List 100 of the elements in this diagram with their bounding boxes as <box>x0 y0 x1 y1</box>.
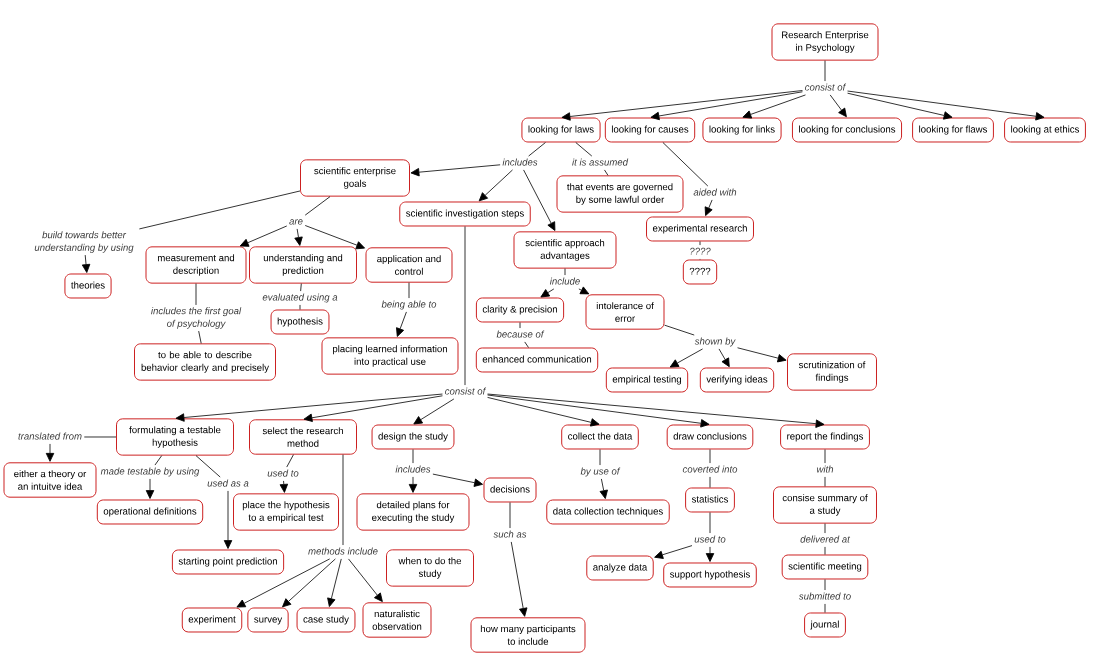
arrow <box>704 199 713 216</box>
concept-box: report the findings <box>780 424 870 450</box>
connector-line <box>154 455 163 466</box>
arrow <box>348 558 383 602</box>
arrow <box>327 558 342 607</box>
concept-box: empirical testing <box>605 367 689 393</box>
linking-phrase: includes <box>395 465 431 473</box>
connector-line <box>604 169 609 176</box>
linking-phrase: build towards better understanding by using <box>34 231 134 253</box>
concept-box: naturalistic observation <box>362 602 432 638</box>
linking-phrase: aided with <box>693 188 737 196</box>
connector-line <box>528 142 546 157</box>
linking-phrase: used as a <box>207 479 249 487</box>
linking-phrase: such as <box>493 530 527 538</box>
concept-box: ???? <box>682 259 718 285</box>
linking-phrase: being able to <box>381 300 437 310</box>
concept-box: experimental research <box>646 216 754 242</box>
concept-box: analyze data <box>586 555 654 581</box>
concept-box: placing learned information into practical use <box>321 337 459 375</box>
concept-box: scientific enterprise goals <box>300 159 410 197</box>
linking-phrase: with <box>816 465 834 473</box>
arrow <box>847 90 1045 121</box>
connector-line <box>342 454 344 546</box>
concept-box: intolerance of error <box>585 294 665 330</box>
connector-line <box>824 523 826 534</box>
arrow <box>705 546 715 562</box>
concept-box: verifying ideas <box>699 367 775 393</box>
linking-phrase: coverted into <box>682 465 738 473</box>
arrow <box>487 393 825 428</box>
linking-phrase: it is assumed <box>572 158 629 166</box>
linking-phrase: delivered at <box>800 535 851 543</box>
concept-box: scientific approach advantages <box>513 231 617 269</box>
arrow <box>478 169 513 202</box>
linking-phrase: consist of <box>805 83 847 91</box>
arrow <box>410 164 501 177</box>
connector-line <box>519 322 521 329</box>
arrow <box>540 288 555 298</box>
concept-box: measurement and description <box>145 246 247 284</box>
concept-box: hypothesis <box>270 309 330 335</box>
connector-line <box>824 476 826 487</box>
connector-line <box>286 454 294 468</box>
arrow <box>561 90 803 121</box>
linking-phrase: includes <box>502 158 538 166</box>
connector-line <box>524 341 529 348</box>
connector-line <box>824 449 826 464</box>
linking-phrase: shown by <box>694 337 736 347</box>
concept-box: enhanced communication <box>475 347 599 373</box>
concept-box: detailed plans for executing the study <box>356 493 470 531</box>
linking-phrase: includes the first goal of psychology <box>151 307 242 329</box>
concept-box: Research Enterprise in Psychology <box>771 23 879 61</box>
arrow <box>294 228 303 246</box>
connector-line <box>509 502 511 529</box>
connector-line <box>599 449 601 466</box>
arrow <box>742 94 806 119</box>
arrow <box>599 478 608 499</box>
connector-line <box>664 324 695 336</box>
connector-line <box>824 579 826 591</box>
connector-line <box>709 449 711 464</box>
connector-line <box>408 282 410 299</box>
concept-box: that events are governed by some lawful order <box>556 175 684 213</box>
arrow <box>303 395 443 422</box>
linking-phrase: translated from <box>18 432 82 440</box>
arrow <box>282 558 336 608</box>
concept-box: scrutinization of findings <box>787 353 877 391</box>
concept-box: place the hypothesis to a empirical test <box>233 493 339 531</box>
connector-line <box>824 603 826 613</box>
concept-box: scientific investigation steps <box>399 201 531 227</box>
concept-box: statistics <box>685 487 735 513</box>
arrow <box>145 478 155 499</box>
linking-phrase: methods include <box>308 547 378 555</box>
arrow <box>578 286 590 295</box>
arrow <box>236 558 331 608</box>
concept-box: formulating a testable hypothesis <box>116 418 234 456</box>
concept-box: clarity & precision <box>475 297 565 323</box>
arrow <box>396 311 407 337</box>
concept-box: understanding and prediction <box>249 246 357 284</box>
concept-box: design the study <box>371 424 455 450</box>
connector-line <box>564 268 566 276</box>
concept-box: consise summary of a study <box>773 486 877 524</box>
connector-line <box>464 226 466 386</box>
arrow <box>487 394 710 428</box>
concept-box: theories <box>64 273 112 299</box>
connector-line <box>824 60 826 82</box>
arrow <box>829 94 847 118</box>
connector-line <box>138 190 301 230</box>
arrow <box>487 397 600 427</box>
concept-box: starting point prediction <box>171 549 285 575</box>
arrow <box>413 398 455 425</box>
concept-box: operational definitions <box>96 499 204 525</box>
concept-box: data collection techniques <box>546 499 670 525</box>
linking-phrase: include <box>549 277 580 285</box>
linking-phrase: consist of <box>445 387 487 395</box>
linking-phrase: used to <box>267 469 299 477</box>
linking-phrase: made testable by using <box>100 467 200 477</box>
concept-box: draw conclusions <box>666 424 754 450</box>
arrow <box>432 473 483 487</box>
connector-line <box>304 196 331 216</box>
connector-line <box>699 241 701 246</box>
linking-phrase: evaluated using a <box>262 293 338 303</box>
connector-line <box>709 512 711 534</box>
